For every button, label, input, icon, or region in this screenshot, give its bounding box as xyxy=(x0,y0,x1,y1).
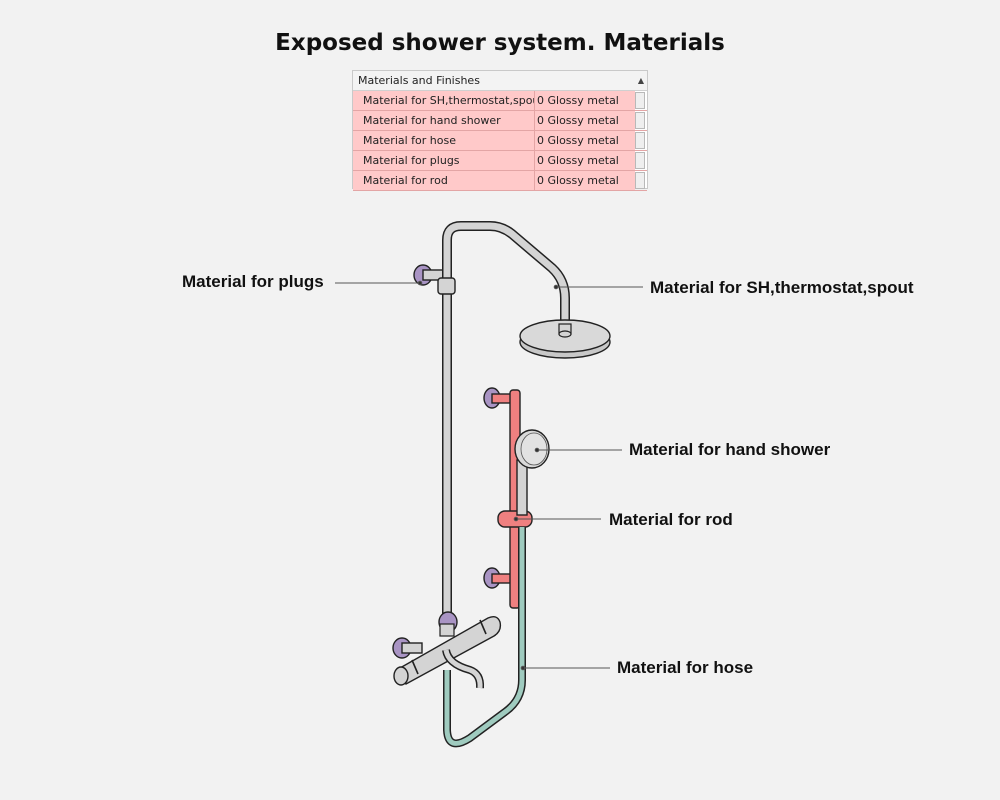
thermostat-left-plug xyxy=(392,637,423,659)
property-value[interactable]: 0 Glossy metal xyxy=(535,91,635,110)
thermostat-mixer xyxy=(393,615,502,689)
property-row: Material for hose 0 Glossy metal xyxy=(353,131,647,151)
callout-hose: Material for hose xyxy=(617,658,754,677)
materials-properties-panel: Materials and Finishes ▲ Material for SH… xyxy=(352,70,648,191)
browse-button[interactable] xyxy=(635,152,645,169)
property-label: Material for hose xyxy=(353,131,535,150)
property-label: Material for hand shower xyxy=(353,111,535,130)
property-row: Material for rod 0 Glossy metal xyxy=(353,171,647,191)
browse-button[interactable] xyxy=(635,172,645,189)
panel-header[interactable]: Materials and Finishes ▲ xyxy=(353,71,647,91)
property-row: Material for plugs 0 Glossy metal xyxy=(353,151,647,171)
page-title: Exposed shower system. Materials xyxy=(275,30,725,56)
browse-button[interactable] xyxy=(635,132,645,149)
property-value[interactable]: 0 Glossy metal xyxy=(535,151,635,170)
hand-shower xyxy=(514,429,550,516)
callout-plugs: Material for plugs xyxy=(182,272,324,291)
collapse-icon[interactable]: ▲ xyxy=(637,76,644,85)
head-shower xyxy=(519,319,611,359)
callout-hand-shower: Material for hand shower xyxy=(629,440,831,459)
property-label: Material for SH,thermostat,spout xyxy=(353,91,535,110)
browse-button[interactable] xyxy=(635,112,645,129)
callout-rod: Material for rod xyxy=(609,510,733,529)
property-value[interactable]: 0 Glossy metal xyxy=(535,131,635,150)
property-value[interactable]: 0 Glossy metal xyxy=(535,111,635,130)
leader-lines xyxy=(335,280,643,671)
property-value[interactable]: 0 Glossy metal xyxy=(535,171,635,190)
browse-button[interactable] xyxy=(635,92,645,109)
shower-arm-pipe xyxy=(442,221,570,630)
property-label: Material for rod xyxy=(353,171,535,190)
panel-header-label: Materials and Finishes xyxy=(358,74,480,87)
property-label: Material for plugs xyxy=(353,151,535,170)
property-row: Material for hand shower 0 Glossy metal xyxy=(353,111,647,131)
property-row: Material for SH,thermostat,spout 0 Gloss… xyxy=(353,91,647,111)
shower-hose xyxy=(443,527,526,748)
callout-sh-thermostat-spout: Material for SH,thermostat,spout xyxy=(650,278,914,297)
riser-clamp xyxy=(437,277,456,295)
